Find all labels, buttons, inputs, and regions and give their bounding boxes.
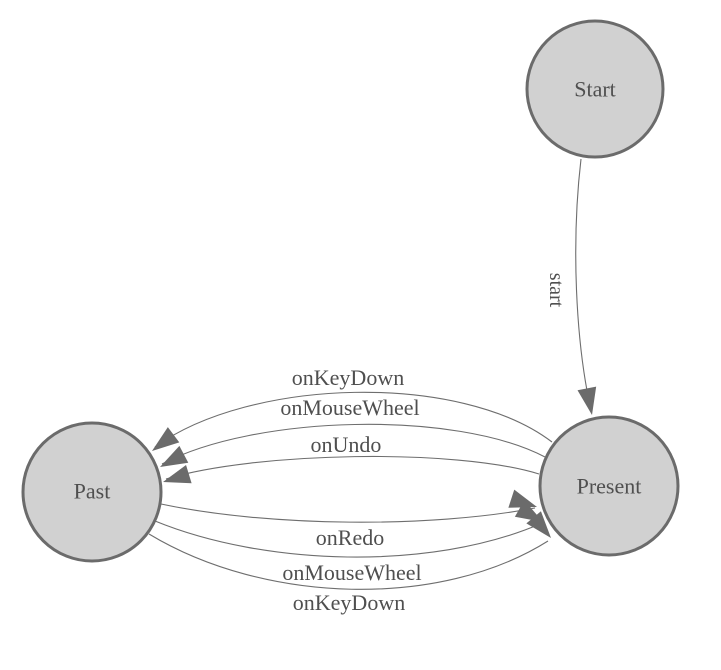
edge-past-to-present-onredo-arrowhead-icon <box>508 489 537 508</box>
node-past: Past <box>21 421 163 563</box>
edge-past-to-present-onkeydown-arrowhead-icon <box>526 511 551 538</box>
edge-past-to-present-onredo: onRedo <box>160 489 537 550</box>
node-present: Present <box>538 415 680 557</box>
edge-start-to-present-label: start <box>545 273 567 308</box>
edge-past-to-present-onmousewheel-line <box>154 520 541 558</box>
edge-present-to-past-onundo-arrowhead-icon <box>163 465 192 484</box>
node-present-label: Present <box>577 474 642 499</box>
edge-past-to-present-onredo-label: onRedo <box>316 525 384 550</box>
edge-past-to-present-onkeydown: onKeyDown <box>148 511 551 615</box>
edge-present-to-past-onundo-label: onUndo <box>311 432 382 457</box>
edge-past-to-present-onmousewheel-label: onMouseWheel <box>282 560 421 585</box>
edge-present-to-past-onkeydown-arrowhead-icon <box>152 427 180 451</box>
edge-present-to-past-onmousewheel-line <box>161 423 546 465</box>
node-present-circle <box>538 415 680 557</box>
edge-past-to-present-onkeydown-label: onKeyDown <box>293 590 405 615</box>
edge-present-to-past-onkeydown-line <box>154 391 553 448</box>
edge-present-to-past-onmousewheel: onMouseWheel <box>160 395 546 467</box>
edge-past-to-present-onredo-line <box>160 503 536 523</box>
edge-present-to-past-onundo-line <box>165 455 540 480</box>
edge-present-to-past-onkeydown: onKeyDown <box>152 365 553 451</box>
node-start-circle <box>525 19 665 159</box>
node-past-circle <box>21 421 163 563</box>
edge-start-to-present: start <box>545 158 597 415</box>
edge-present-to-past-onkeydown-label: onKeyDown <box>292 365 404 390</box>
edge-present-to-past-onmousewheel-arrowhead-icon <box>160 445 189 467</box>
node-start: Start <box>525 19 665 159</box>
edge-past-to-present-onkeydown-line <box>148 533 549 590</box>
edge-start-to-present-arrowhead-icon <box>577 386 597 415</box>
edge-start-to-present-line <box>575 158 591 407</box>
edge-present-to-past-onmousewheel-label: onMouseWheel <box>280 395 419 420</box>
node-past-label: Past <box>74 479 111 504</box>
edge-present-to-past-onundo: onUndo <box>163 432 540 484</box>
node-start-label: Start <box>574 77 616 102</box>
